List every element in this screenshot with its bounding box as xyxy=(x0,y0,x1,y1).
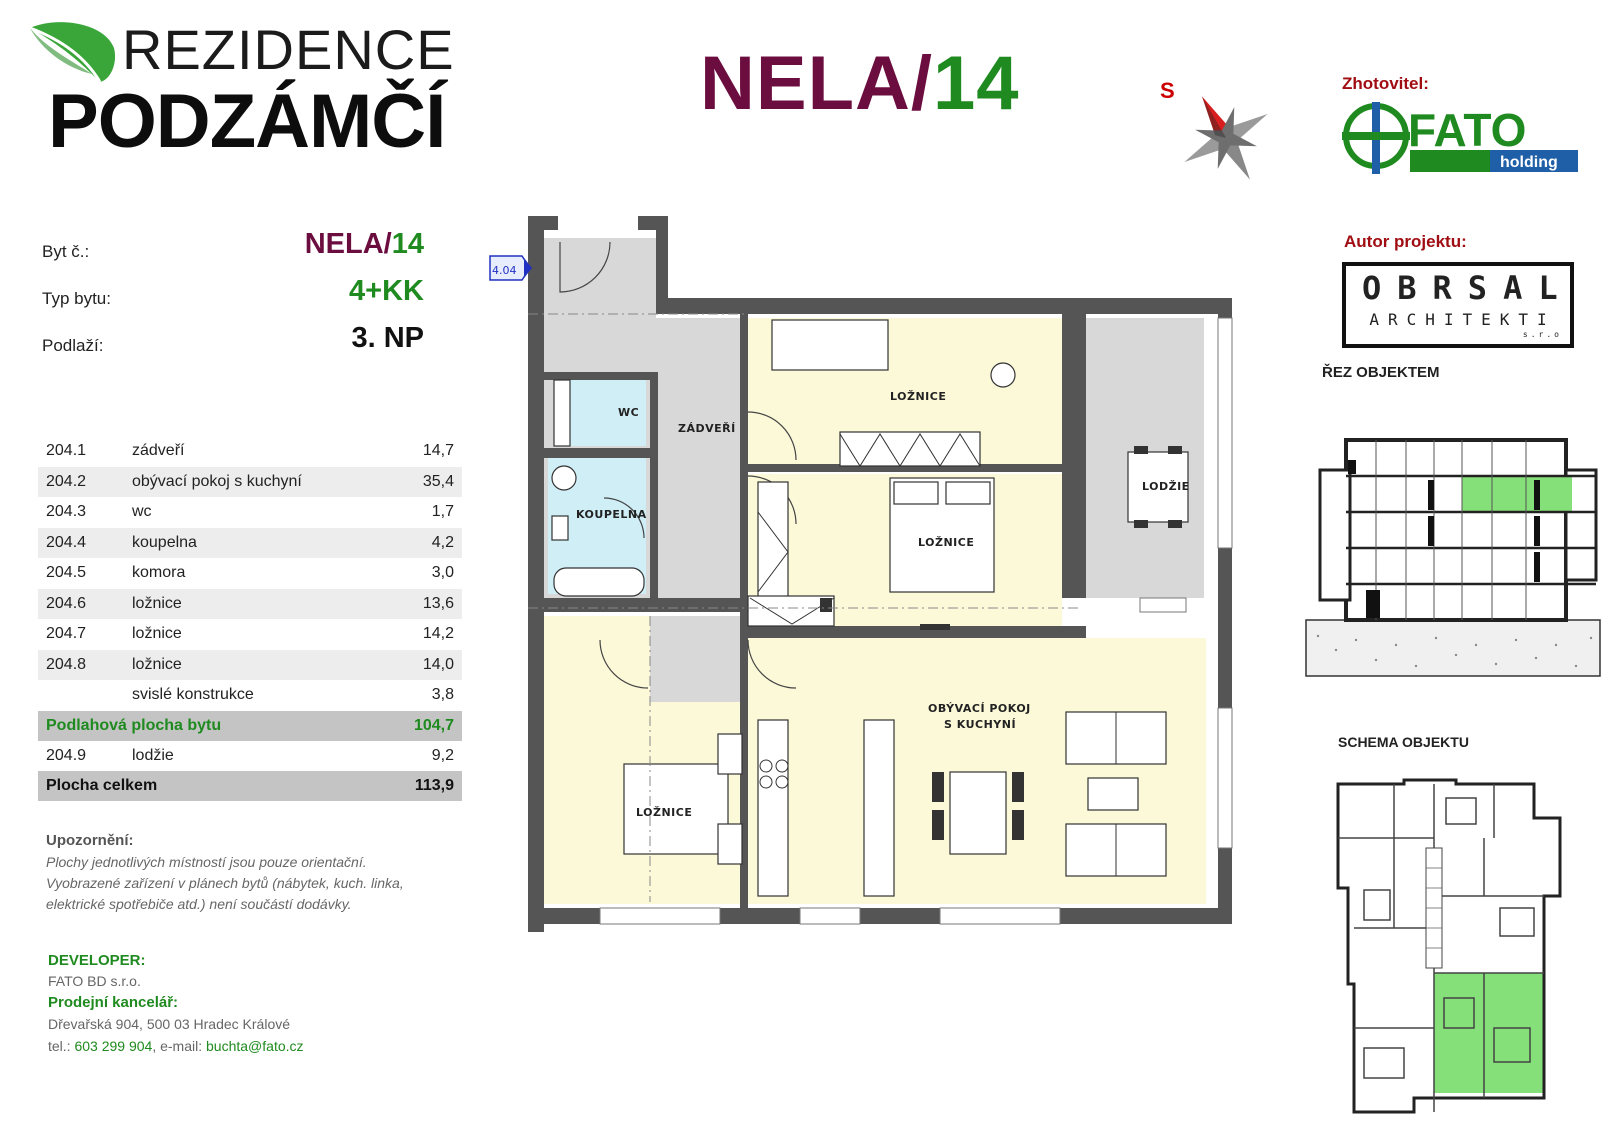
logo-line-top: REZIDENCE xyxy=(122,18,455,81)
room-area: 4,2 xyxy=(431,533,454,551)
section-label: ŘEZ OBJEKTEM xyxy=(1322,364,1440,381)
table-row: 204.5 komora 3,0 xyxy=(38,558,462,589)
plan-label-bedroom-left: LOŽNICE xyxy=(636,806,692,819)
apartment-floor-plan: 4.04 xyxy=(489,216,1233,932)
notice-line-2: Vyobrazené zařízení v plánech bytů (náby… xyxy=(46,875,404,891)
room-area: 3,0 xyxy=(431,564,454,582)
sales-office-address: Dřevařská 904, 500 03 Hradec Králové xyxy=(48,1016,291,1032)
room-name: lodžie xyxy=(132,746,174,764)
email-label: , e-mail: xyxy=(152,1038,207,1054)
apartment-type-value: 4+KK xyxy=(349,275,424,307)
developer-title: DEVELOPER: xyxy=(48,952,146,969)
room-number: 204.4 xyxy=(46,533,87,551)
room-number: 204.5 xyxy=(46,564,87,582)
floor-value: 3. NP xyxy=(351,322,424,354)
table-row: svislé konstrukce 3,8 xyxy=(38,680,462,711)
apartment-type-label: Typ bytu: xyxy=(42,289,111,308)
contractor-label: Zhotovitel: xyxy=(1342,74,1429,93)
fato-logo-sub: holding xyxy=(1500,154,1558,171)
leaf-logo-icon xyxy=(29,22,116,83)
total-area-value: 113,9 xyxy=(414,777,454,794)
loggia-row: 204.9 lodžie 9,2 xyxy=(38,741,462,772)
sales-office-title: Prodejní kancelář: xyxy=(48,994,179,1011)
floor-area-value: 104,7 xyxy=(413,716,454,734)
plan-label-bathroom: KOUPELNA xyxy=(576,508,647,521)
developer-name: FATO BD s.r.o. xyxy=(48,973,141,989)
notice-line-1: Plochy jednotlivých místností jsou pouze… xyxy=(46,854,367,870)
room-area: 1,7 xyxy=(431,503,454,521)
fato-holding-logo: FATO holding xyxy=(1342,102,1578,174)
apartment-number-name: NELA/ xyxy=(304,228,392,260)
apartment-number-num: 14 xyxy=(391,228,424,260)
room-area: 3,8 xyxy=(431,686,454,704)
apartment-number-value: NELA/14 xyxy=(184,228,424,261)
logo-line-bottom: PODZÁMČÍ xyxy=(48,79,446,164)
room-number: 204.9 xyxy=(46,746,87,764)
title-number: 14 xyxy=(933,41,1020,126)
plan-label-loggia: LODŽIE xyxy=(1142,480,1190,493)
compass-icon: S xyxy=(1160,78,1268,180)
room-name: zádveří xyxy=(132,442,185,460)
room-name: ložnice xyxy=(132,594,182,612)
table-row: 204.3 wc 1,7 xyxy=(38,497,462,528)
table-row: 204.2 obývací pokoj s kuchyní 35,4 xyxy=(38,466,462,497)
building-section-drawing xyxy=(1305,438,1601,677)
total-area-label: Plocha celkem xyxy=(46,777,158,794)
email-link[interactable]: buchta@fato.cz xyxy=(206,1038,304,1054)
floor-area-row: Podlahová plocha bytu 104,7 xyxy=(38,710,462,741)
plan-label-hall: ZÁDVEŘÍ xyxy=(678,422,736,435)
table-row: 204.4 koupelna 4,2 xyxy=(38,527,462,558)
plan-label-living-line2: S KUCHYNÍ xyxy=(944,718,1016,731)
entry-tag: 4.04 xyxy=(492,264,517,277)
floor-area-label: Podlahová plocha bytu xyxy=(46,716,222,734)
author-label: Autor projektu: xyxy=(1344,232,1467,251)
room-name: koupelna xyxy=(132,533,197,551)
table-row: 204.6 ložnice 13,6 xyxy=(38,588,462,619)
phone-link[interactable]: 603 299 904 xyxy=(74,1038,153,1054)
compass-label: S xyxy=(1160,78,1175,103)
contact-line: tel.: 603 299 904, e-mail: buchta@fato.c… xyxy=(48,1038,304,1054)
obrsal-logo-line2: ARCHITEKTI xyxy=(1369,310,1556,329)
room-name: ložnice xyxy=(132,655,182,673)
total-area-row: Plocha celkem 113,9 xyxy=(38,771,462,801)
plan-label-wc: WC xyxy=(618,406,639,419)
notice-title: Upozornění: xyxy=(46,832,134,849)
apartment-number-label: Byt č.: xyxy=(42,242,90,261)
obrsal-logo-line3: s.r.o xyxy=(1522,330,1562,339)
room-area: 13,6 xyxy=(422,594,454,612)
room-name: komora xyxy=(132,564,186,582)
room-name: svislé konstrukce xyxy=(132,686,254,704)
schema-label: SCHEMA OBJEKTU xyxy=(1338,734,1469,750)
room-area: 35,4 xyxy=(422,472,454,490)
floor-label: Podlaží: xyxy=(42,336,104,355)
plan-label-bedroom-top: LOŽNICE xyxy=(890,390,946,403)
tel-label: tel.: xyxy=(48,1038,75,1054)
building-schema-drawing xyxy=(1336,778,1562,1114)
room-area: 9,2 xyxy=(431,746,454,764)
plan-label-bedroom-middle: LOŽNICE xyxy=(918,536,974,549)
room-area-table: 204.1 zádveří 14,7 204.2 obývací pokoj s ku… xyxy=(38,436,462,801)
room-number: 204.2 xyxy=(46,472,87,490)
table-row: 204.7 ložnice 14,2 xyxy=(38,619,462,650)
fato-logo-text: FATO xyxy=(1408,104,1526,156)
room-number: 204.1 xyxy=(46,442,87,460)
room-number: 204.6 xyxy=(46,594,87,612)
room-name: wc xyxy=(132,503,152,521)
table-row: 204.8 ložnice 14,0 xyxy=(38,649,462,680)
room-area: 14,2 xyxy=(422,625,454,643)
room-name: obývací pokoj s kuchyní xyxy=(132,472,302,490)
room-name: ložnice xyxy=(132,625,182,643)
notice-line-3: elektrické spotřebiče atd.) není součást… xyxy=(46,896,352,912)
room-number: 204.8 xyxy=(46,655,87,673)
room-number: 204.3 xyxy=(46,503,87,521)
page-title: NELA/14 xyxy=(700,46,1020,122)
room-area: 14,0 xyxy=(422,655,454,673)
plan-label-living-line1: OBÝVACÍ POKOJ xyxy=(928,702,1031,715)
title-name: NELA/ xyxy=(700,41,933,126)
table-row: 204.1 zádveří 14,7 xyxy=(38,436,462,467)
obrsal-logo-line1: OBRSAL xyxy=(1362,269,1574,307)
room-area: 14,7 xyxy=(422,442,454,460)
room-number: 204.7 xyxy=(46,625,87,643)
obrsal-architekti-logo: OBRSAL ARCHITEKTI s.r.o xyxy=(1342,262,1574,348)
